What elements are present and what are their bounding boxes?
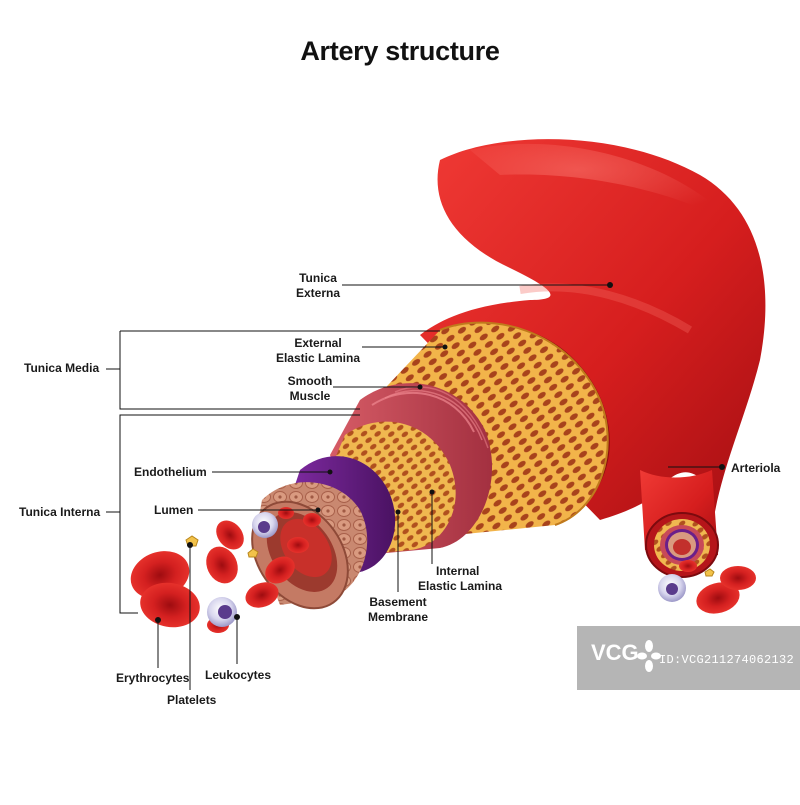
label-basement-membrane-line1: Basement — [369, 595, 427, 609]
erythrocyte — [245, 582, 279, 608]
platelet — [247, 548, 259, 558]
leukocytes-group — [207, 512, 686, 627]
tunica-externa-vessel — [420, 139, 766, 532]
label-endothelium: Endothelium — [134, 465, 207, 479]
erythrocyte — [303, 513, 321, 527]
label-tunica-media: Tunica Media — [24, 361, 100, 375]
erythrocyte — [696, 582, 740, 614]
leader-dots — [155, 282, 725, 623]
erythrocyte — [265, 556, 295, 584]
erythrocyte — [679, 560, 697, 572]
label-smooth-muscle-line1: Smooth — [287, 374, 333, 388]
label-internal-elastic-line1: Internal — [436, 564, 480, 578]
platelet — [704, 568, 715, 577]
erythrocyte — [287, 537, 309, 553]
label-tunica-externa-line2: Externa — [295, 286, 341, 300]
watermark-logo: VCG — [591, 640, 639, 665]
erythrocyte — [216, 520, 244, 550]
erythrocyte — [140, 582, 200, 628]
watermark-flower-icon — [637, 640, 661, 672]
diagram-title: Artery structure — [300, 36, 500, 66]
label-external-elastic-line1: External — [294, 336, 342, 350]
erythrocyte — [720, 566, 756, 590]
label-tunica-interna: Tunica Interna — [19, 505, 101, 519]
label-tunica-externa: Tunica Externa — [288, 271, 348, 301]
label-tunica-externa-line1: Tunica — [299, 271, 337, 285]
label-smooth-muscle: Smooth Muscle — [280, 374, 340, 404]
leader-lines — [106, 284, 720, 690]
label-external-elastic-lamina: External Elastic Lamina — [268, 336, 368, 366]
label-basement-membrane: Basement Membrane — [362, 595, 434, 625]
label-arteriola: Arteriola — [731, 461, 781, 475]
watermark-id: ID:VCG211274062132 — [659, 653, 795, 667]
watermark: VCG ID:VCG211274062132 — [577, 626, 800, 690]
label-smooth-muscle-line2: Muscle — [289, 389, 331, 403]
label-internal-elastic-lamina: Internal Elastic Lamina — [418, 564, 502, 594]
label-leukocytes: Leukocytes — [205, 668, 272, 682]
label-basement-membrane-line2: Membrane — [367, 610, 429, 624]
label-erythrocytes: Erythrocytes — [116, 671, 190, 685]
label-lumen: Lumen — [154, 503, 194, 517]
erythrocyte — [278, 507, 294, 519]
erythrocyte — [206, 546, 238, 584]
label-platelets: Platelets — [167, 693, 217, 707]
label-external-elastic-line2: Elastic Lamina — [275, 351, 361, 365]
label-internal-elastic-line2: Elastic Lamina — [418, 579, 503, 593]
